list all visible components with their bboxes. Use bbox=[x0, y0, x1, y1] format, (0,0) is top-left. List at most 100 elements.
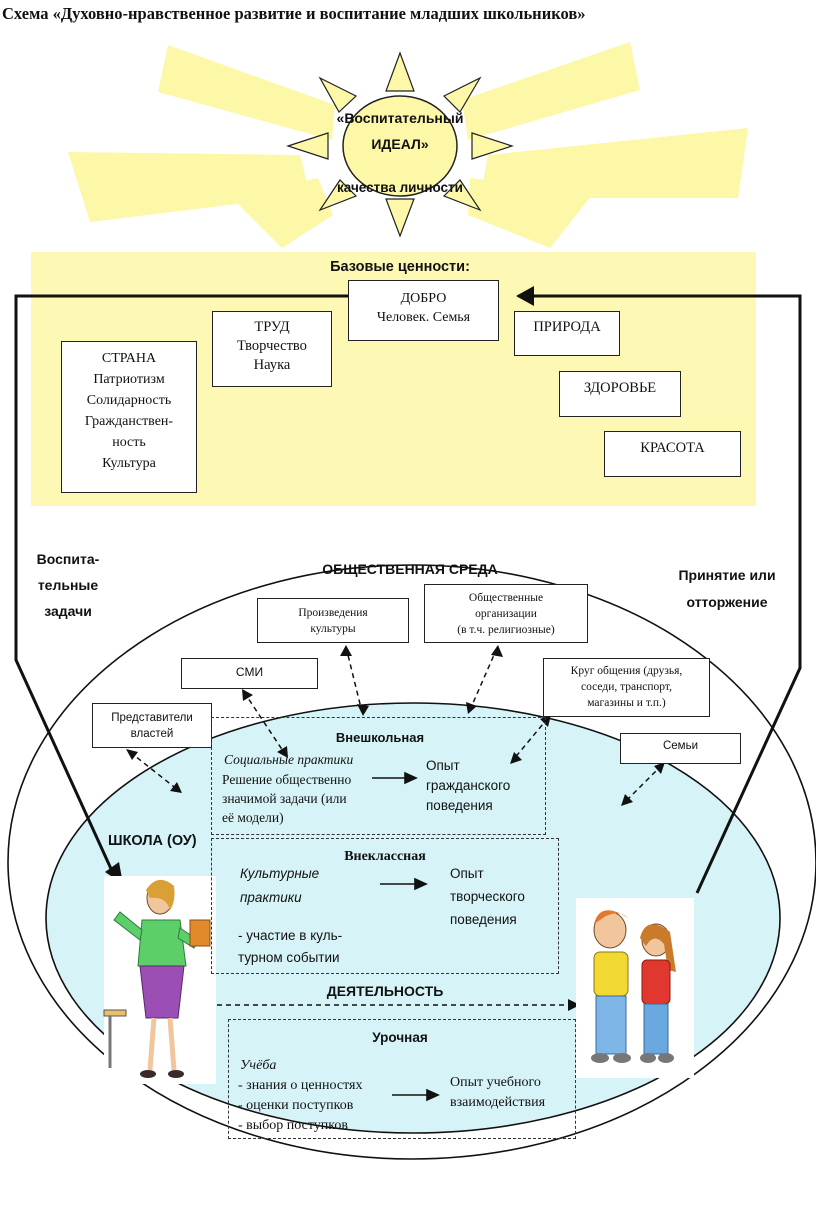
outofclass-line-1: - участие в куль- bbox=[238, 928, 343, 943]
teacher-leg-right bbox=[167, 1017, 177, 1071]
outofclass-practice: Культурные практики bbox=[240, 862, 319, 910]
value-zdorovye-line-1: ЗДОРОВЬЕ bbox=[583, 380, 657, 396]
link-orgs bbox=[469, 647, 498, 711]
link-social-circle bbox=[512, 717, 549, 761]
ah-culture-top bbox=[340, 645, 352, 656]
ah-circle-bottom bbox=[510, 752, 522, 764]
extracurricular-practice: Социальные практики bbox=[224, 752, 354, 767]
left-side-label: Воспита- тельные задачи bbox=[18, 546, 118, 624]
ah-auth-top bbox=[126, 749, 138, 760]
ah-media-top bbox=[242, 689, 253, 701]
left-side-label-line-2: тельные bbox=[37, 577, 99, 593]
lesson-line-1: - знания о ценностях bbox=[238, 1078, 363, 1093]
sun-ray-left bbox=[68, 152, 310, 222]
lesson-line-2: - оценки поступков bbox=[238, 1098, 354, 1113]
left-side-label-line-3: задачи bbox=[44, 603, 92, 619]
link-authorities bbox=[129, 751, 179, 791]
lesson-heading: Урочная bbox=[372, 1030, 428, 1045]
ah-orgs-bottom bbox=[466, 702, 477, 714]
extracurricular-line-2: значимой задачи (или bbox=[222, 791, 347, 806]
lesson-practice: Учёба bbox=[240, 1058, 277, 1073]
ah-culture-bottom bbox=[357, 704, 369, 716]
env-culture-works-line-2: культуры bbox=[310, 623, 356, 635]
lesson-result: Опыт учебного взаимодействия bbox=[450, 1073, 545, 1113]
right-feedback-line bbox=[518, 294, 802, 894]
sun-triangle-left bbox=[286, 132, 329, 160]
link-media bbox=[243, 691, 286, 755]
extracurricular-line-1: Решение общественно bbox=[222, 772, 352, 787]
sun-line-1: «Воспитательный bbox=[336, 110, 464, 126]
teacher-skirt bbox=[139, 965, 185, 1019]
sun-triangle-bottom-left bbox=[318, 179, 358, 212]
outofclass-result-line-3: поведения bbox=[450, 912, 517, 927]
outofclass-practice-line-2: практики bbox=[240, 890, 302, 905]
sun-line-2: ИДЕАЛ» bbox=[371, 136, 429, 152]
values-heading: Базовые ценности: bbox=[330, 259, 470, 275]
feedback-lines bbox=[14, 294, 802, 894]
value-dobro-line-2: Человек. Семья bbox=[376, 310, 471, 325]
arrow-lesson-head bbox=[426, 1088, 440, 1102]
outofclass-lines: - участие в куль- турном событии bbox=[238, 925, 342, 969]
extracurricular-lines: Решение общественно значимой задачи (или… bbox=[222, 770, 351, 827]
boy-jeans bbox=[595, 995, 627, 1055]
lesson-frame bbox=[228, 1019, 576, 1139]
value-strana-line-3: Солидарность bbox=[86, 393, 172, 408]
girl-jeans bbox=[643, 1003, 669, 1055]
right-side-label-line-2: отторжение bbox=[686, 594, 768, 610]
ah-families-top bbox=[654, 762, 665, 774]
env-authorities-line-1: Представители bbox=[111, 712, 193, 724]
outofclass-result-line-1: Опыт bbox=[450, 866, 484, 881]
value-strana-line-6: Культура bbox=[102, 456, 156, 471]
teacher-shoe-left bbox=[140, 1070, 156, 1078]
sun-small-rays bbox=[286, 51, 514, 238]
left-side-label-line-1: Воспита- bbox=[36, 551, 100, 567]
extracurricular-line-3: её модели) bbox=[222, 810, 284, 825]
teacher-desk bbox=[103, 1009, 127, 1017]
value-strana-line-1: СТРАНА bbox=[101, 351, 157, 366]
arrow-social-head bbox=[404, 771, 418, 785]
lesson-line-3: - выбор поступков bbox=[238, 1118, 348, 1133]
env-culture-works-box: Произведения культуры bbox=[257, 598, 409, 643]
env-public-orgs-line-3: (в т.ч. религиозные) bbox=[457, 624, 555, 636]
env-culture-works-line-1: Произведения bbox=[298, 607, 368, 619]
sun-triangle-top-left bbox=[318, 76, 358, 113]
boy-shoe-left bbox=[591, 1053, 609, 1063]
outofclass-practice-line-1: Культурные bbox=[240, 866, 320, 881]
ah-orgs-top bbox=[491, 645, 503, 657]
teacher-hair bbox=[146, 879, 175, 910]
extracurricular-frame bbox=[211, 717, 546, 835]
env-public-orgs-line-1: Общественные bbox=[468, 592, 544, 604]
teacher-illustration bbox=[103, 879, 211, 1078]
env-media-box: СМИ bbox=[181, 658, 318, 689]
env-social-circle-box: Круг общения (друзья, соседи, транспорт,… bbox=[543, 658, 710, 717]
value-trud-box: ТРУД Творчество Наука bbox=[212, 311, 332, 387]
children-illustration bbox=[591, 910, 676, 1063]
result-arrows bbox=[372, 771, 440, 1102]
value-trud-line-1: ТРУД bbox=[254, 319, 290, 335]
dashed-arrowheads bbox=[126, 645, 665, 1011]
env-social-circle-line-1: Круг общения (друзья, bbox=[570, 665, 683, 677]
extracurricular-result-line-1: Опыт bbox=[426, 758, 460, 773]
value-strana-line-4: Гражданствен- bbox=[84, 414, 174, 429]
girl-shirt bbox=[641, 959, 671, 1005]
value-strana-box: СТРАНА Патриотизм Солидарность Гражданст… bbox=[61, 341, 197, 493]
right-side-label-line-1: Принятие или bbox=[678, 567, 776, 583]
sun-ray-right bbox=[480, 128, 748, 198]
lesson-result-line-1: Опыт учебного bbox=[450, 1075, 541, 1090]
teacher-book bbox=[189, 919, 211, 947]
value-dobro-line-1: ДОБРО bbox=[400, 291, 447, 306]
right-arrowhead bbox=[516, 286, 534, 306]
value-priroda-line-1: ПРИРОДА bbox=[533, 319, 601, 335]
arrow-culture-head bbox=[414, 877, 428, 891]
value-strana-line-2: Патриотизм bbox=[93, 372, 165, 387]
env-authorities-box: Представители властей bbox=[92, 703, 212, 748]
outofclass-result: Опыт творческого поведения bbox=[450, 862, 525, 931]
value-krasota-line-1: КРАСОТА bbox=[640, 440, 705, 456]
value-trud-line-2: Творчество bbox=[237, 338, 307, 354]
ah-families-bottom bbox=[621, 794, 633, 806]
env-public-orgs-box: Общественные организации (в т.ч. религио… bbox=[424, 584, 588, 643]
environment-heading: ОБЩЕСТВЕННАЯ СРЕДА bbox=[322, 561, 498, 577]
teacher-arm bbox=[113, 911, 143, 941]
env-media-line-1: СМИ bbox=[235, 665, 264, 679]
extracurricular-result: Опыт гражданского поведения bbox=[426, 756, 510, 816]
